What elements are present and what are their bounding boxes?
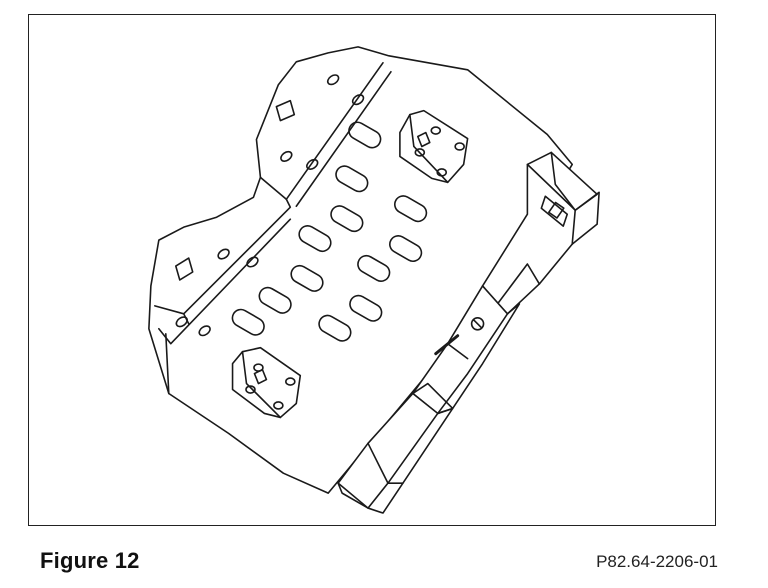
figure-reference-code: P82.64-2206-01 [596, 552, 718, 571]
mounting-bracket-drawing [148, 46, 600, 514]
lower-clip-bracket [231, 346, 302, 419]
upper-clip-bracket [399, 109, 469, 184]
rim-holes [175, 74, 365, 337]
rim-studs [174, 99, 296, 281]
figure-caption: Figure 12 [40, 548, 140, 573]
vent-slots [231, 121, 428, 342]
control-module [337, 151, 600, 514]
figure-frame [28, 14, 716, 526]
